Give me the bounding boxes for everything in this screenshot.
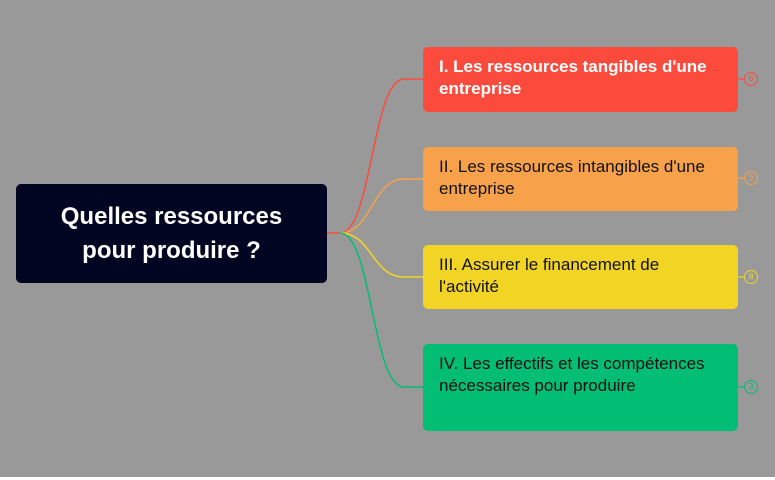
canvas-bottom-edge: [0, 477, 775, 480]
collapse-count-badge-1[interactable]: 6: [744, 72, 758, 86]
branch-node-3-label: III. Assurer le financement de l'activit…: [439, 255, 660, 296]
collapse-count-badge-2[interactable]: 5: [744, 171, 758, 185]
branch-node-2[interactable]: II. Les ressources intangibles d'une ent…: [423, 147, 738, 211]
branch-node-1-label: I. Les ressources tangibles d'une entrep…: [439, 57, 707, 98]
connector-branch-2: [339, 178, 423, 234]
connector-branch-4: [339, 232, 423, 388]
branch-node-1[interactable]: I. Les ressources tangibles d'une entrep…: [423, 47, 738, 112]
central-topic-label: Quelles ressources pour produire ?: [61, 200, 282, 268]
connector-branch-1: [327, 78, 423, 234]
connector-branch-3: [339, 232, 423, 278]
central-topic-line-1: Quelles ressources: [60, 202, 283, 230]
branch-node-3[interactable]: III. Assurer le financement de l'activit…: [423, 245, 738, 309]
branch-node-2-label: II. Les ressources intangibles d'une ent…: [439, 157, 705, 198]
branch-node-4-label: IV. Les effectifs et les compétences néc…: [439, 354, 705, 395]
central-topic[interactable]: Quelles ressources pour produire ?: [16, 184, 327, 283]
central-topic-line-2: pour produire ?: [82, 236, 261, 264]
collapse-count-badge-3[interactable]: 8: [744, 270, 758, 284]
branch-node-4[interactable]: IV. Les effectifs et les compétences néc…: [423, 344, 738, 431]
collapse-count-badge-4[interactable]: 3: [744, 380, 758, 394]
